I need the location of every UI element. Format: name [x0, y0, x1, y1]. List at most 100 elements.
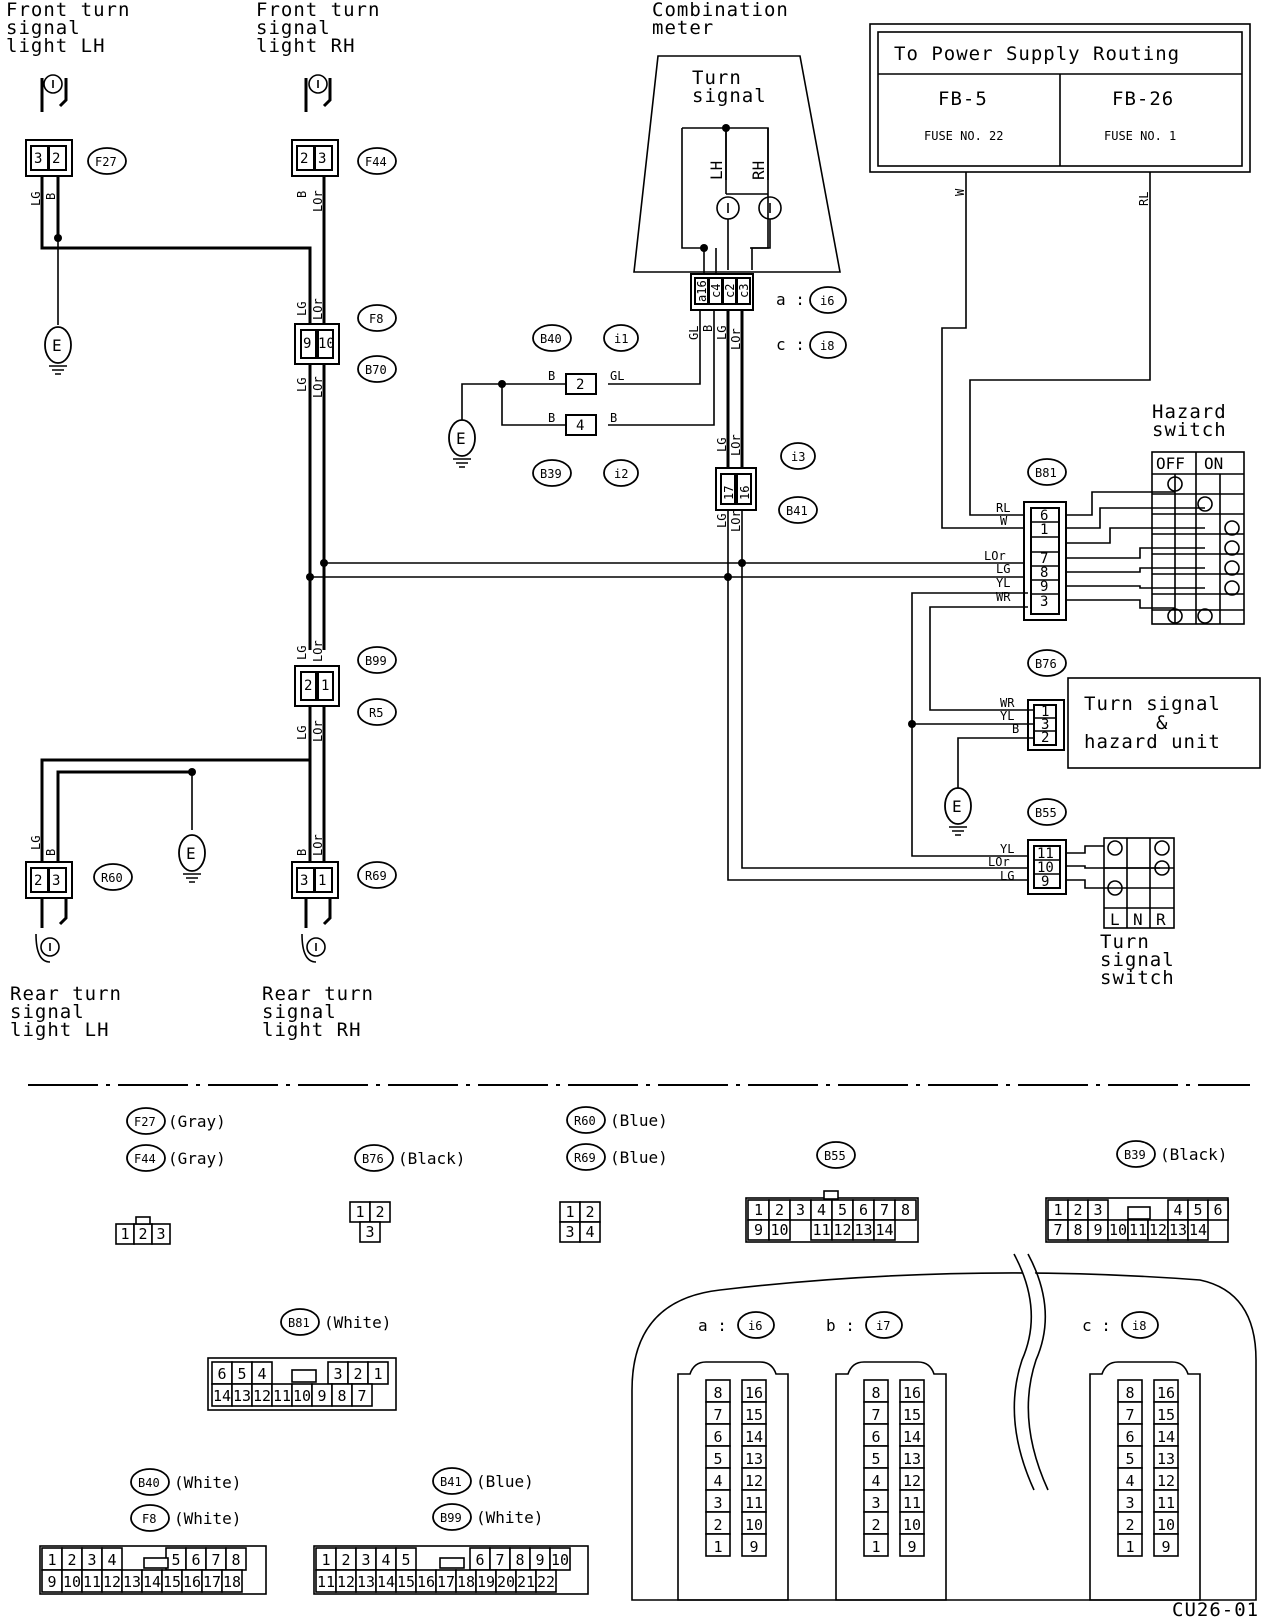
view-i8-pin: 15: [1157, 1406, 1175, 1424]
wl-yl-b55: YL: [1000, 842, 1014, 856]
connector-lock: [439, 1557, 465, 1569]
legend-r69-color: (Blue): [610, 1148, 668, 1167]
wl-lg-4: LG: [295, 646, 309, 660]
face-b76-top-pin: 1: [355, 1203, 364, 1221]
meter-wires: [608, 310, 1050, 881]
face-b39-top-pin: 3: [1093, 1201, 1102, 1219]
rear-ground: E: [178, 834, 206, 883]
meter-pin-c3: c3: [737, 284, 751, 298]
face-b40-bot-pin: 14: [143, 1573, 161, 1591]
face-b41-top-pin: 1: [321, 1551, 330, 1569]
view-i7-pin: 12: [903, 1472, 921, 1490]
wl-lor-6: LOr: [311, 834, 325, 856]
face-b55-bot-cell: [873, 1219, 896, 1241]
left-callouts: F27 F44 F8 B70 B99 R5 R60 R69: [87, 147, 397, 891]
unit-label-line3: hazard unit: [1084, 731, 1221, 753]
view-i7-pin: 15: [903, 1406, 921, 1424]
view-i8-pin: 11: [1157, 1494, 1175, 1512]
callout-b99: B99: [365, 654, 387, 668]
legend-b81-color: (White): [324, 1313, 391, 1332]
face-b41-bot-pin: 17: [437, 1573, 455, 1591]
face-b55-top-pin: 1: [754, 1201, 763, 1219]
wl-b-meter: B: [701, 325, 715, 332]
hazard-off-label: OFF: [1156, 454, 1185, 473]
wl-lg-b41: LG: [715, 514, 729, 528]
callout-b39: B39: [540, 467, 562, 481]
b76-wire-labels: WR YL B: [1000, 696, 1019, 736]
view-i8-pin: 7: [1125, 1406, 1134, 1424]
view-i6-pin: 4: [713, 1472, 722, 1490]
hazard-switch: Hazard switch OFF ON: [1151, 401, 1245, 625]
i3-connector: 17 16: [715, 467, 757, 511]
wl-lg-6: LG: [29, 836, 43, 850]
callout-i1: i1: [614, 332, 628, 346]
legend-b39-color: (Black): [1160, 1145, 1227, 1164]
rear-lh-title: Rear turn signal light LH: [10, 983, 121, 1041]
legend-b76-id: B76: [362, 1152, 384, 1166]
rear-rh-lamp: [301, 898, 332, 963]
face-b81-top-pin: 5: [237, 1365, 246, 1383]
face-b41-top-pin: 10: [551, 1551, 569, 1569]
b99-connector: 2 1: [294, 665, 340, 707]
callout-i2: i2: [614, 467, 628, 481]
callout-i8: i8: [820, 339, 834, 353]
rear-harness-wires: [40, 706, 326, 862]
face-b81-bot-pin: 10: [293, 1387, 311, 1405]
front-harness-wires: [40, 176, 326, 650]
view-i6-pin: 14: [745, 1428, 763, 1446]
meter-title: Combination meter: [652, 0, 788, 39]
unit-label-line2: &: [1156, 712, 1168, 734]
callout-r5: R5: [369, 706, 383, 720]
view-i7-pin: 4: [871, 1472, 880, 1490]
face-b39-bot-cell: [1187, 1219, 1209, 1241]
view-i7-pin: 16: [903, 1384, 921, 1402]
callout-i3: i3: [791, 450, 805, 464]
wl-rl-power: RL: [1137, 192, 1151, 206]
face-b40-top-pin: 5: [171, 1551, 180, 1569]
face-b81-bot-cell: [351, 1383, 373, 1407]
wl-b-1: B: [44, 193, 58, 200]
face-b40-bot-pin: 15: [163, 1573, 181, 1591]
i3-pin-16: 16: [738, 486, 752, 500]
view-i8-pin: 3: [1125, 1494, 1134, 1512]
meter-a-prefix: a :: [776, 290, 805, 309]
wl-w-b81: W: [1000, 514, 1008, 528]
front-rh-title-line1: Front turn: [256, 0, 380, 21]
meter-ground-label: E: [456, 429, 466, 448]
face-b81-top-pin: 3: [333, 1365, 342, 1383]
b55-wire-labels: YL LOr LG: [988, 842, 1014, 883]
face-b41-bot-pin: 12: [337, 1573, 355, 1591]
wl-b-b76: B: [1012, 722, 1019, 736]
view-i8-pin: 4: [1125, 1472, 1134, 1490]
view-i6-pin: 13: [745, 1450, 763, 1468]
f8-connector: 9 10: [294, 323, 340, 365]
view-i8-pin: 12: [1157, 1472, 1175, 1490]
wl-b-i2a: B: [548, 411, 555, 425]
wl-lg-1: LG: [29, 192, 43, 206]
view-i7-cell: [899, 1533, 925, 1557]
rear-lh-lamp: [35, 898, 68, 963]
meter-wire-labels: GL B LG LOr LG LOr LG LOr: [687, 325, 743, 532]
view-i7-pin: 10: [903, 1516, 921, 1534]
turn-signal-hazard-unit: Turn signal & hazard unit: [1067, 677, 1261, 769]
hazard-switch-title1: Hazard: [1152, 401, 1227, 423]
face-b81-bot-pin: 13: [233, 1387, 251, 1405]
face-b39-bot-pin: 9: [1093, 1221, 1102, 1239]
wl-gl-i1: GL: [610, 369, 624, 383]
view-i6-pin: 1: [713, 1538, 722, 1556]
face-b41-bot-pin: 16: [417, 1573, 435, 1591]
meter-pin-c2: c2: [723, 284, 737, 298]
legend-f44-color: (Gray): [168, 1149, 226, 1168]
view-i6-pin: 15: [745, 1406, 763, 1424]
wl-b-2: B: [295, 191, 309, 198]
b99-pin-b: 1: [321, 678, 329, 694]
r69-pin-a: 3: [300, 873, 308, 889]
power-cell1-fuse: FUSE NO. 22: [924, 129, 1003, 143]
face-b76-bot-cell: [359, 1221, 381, 1243]
view-i6-pin: 16: [745, 1384, 763, 1402]
callout-i6: i6: [820, 294, 834, 308]
face-b55-bot-pin: 12: [833, 1221, 851, 1239]
front-lh-title-line3: light LH: [6, 35, 106, 57]
face-r60-top-pin: 2: [585, 1203, 594, 1221]
face-b39-bot-pin: 14: [1189, 1221, 1207, 1239]
